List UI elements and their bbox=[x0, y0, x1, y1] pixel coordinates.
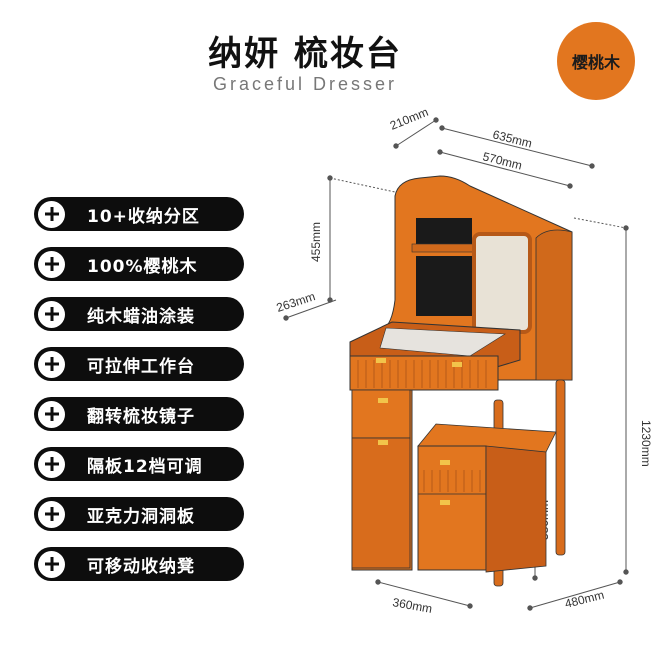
feature-item: 隔板12档可调 bbox=[34, 447, 244, 481]
feature-label: 纯木蜡油涂装 bbox=[87, 306, 195, 327]
dim-width-inner: 570mm bbox=[481, 149, 523, 172]
plus-icon bbox=[38, 550, 65, 578]
page-subtitle: Graceful Dresser bbox=[212, 74, 398, 94]
plus-icon bbox=[38, 450, 65, 478]
plus-icon bbox=[38, 350, 65, 378]
feature-item: 100%樱桃木 bbox=[34, 247, 244, 281]
dim-total-height: 1230mm bbox=[639, 420, 653, 467]
feature-item: 10+收纳分区 bbox=[34, 197, 244, 231]
feature-label: 100%樱桃木 bbox=[87, 256, 198, 277]
storage-stool bbox=[417, 423, 557, 573]
dresser-cabinet bbox=[351, 389, 413, 571]
feature-item: 可移动收纳凳 bbox=[34, 547, 244, 581]
plus-icon bbox=[38, 200, 65, 228]
plus-icon bbox=[38, 250, 65, 278]
dim-upper-height: 455mm bbox=[309, 222, 323, 262]
material-badge: 樱桃木 bbox=[557, 22, 635, 100]
feature-label: 可移动收纳凳 bbox=[87, 556, 195, 577]
feature-item: 翻转梳妆镜子 bbox=[34, 397, 244, 431]
dim-depth-top: 210mm bbox=[388, 105, 430, 133]
feature-item: 亚克力洞洞板 bbox=[34, 497, 244, 531]
feature-label: 10+收纳分区 bbox=[87, 206, 200, 227]
plus-icon bbox=[38, 300, 65, 328]
feature-list: 10+收纳分区 100%樱桃木 纯木蜡油涂装 可拉伸工作台 翻转梳妆镜子 隔板1… bbox=[34, 197, 244, 597]
feature-label: 可拉伸工作台 bbox=[87, 356, 195, 377]
plus-icon bbox=[38, 400, 65, 428]
feature-item: 可拉伸工作台 bbox=[34, 347, 244, 381]
dim-stool-width: 360mm bbox=[391, 595, 433, 616]
feature-label: 亚克力洞洞板 bbox=[87, 506, 195, 527]
dim-width-total: 635mm bbox=[491, 127, 533, 150]
page-title: 纳妍 梳妆台 bbox=[208, 34, 402, 74]
dim-depth-mid: 263mm bbox=[275, 289, 317, 315]
feature-label: 隔板12档可调 bbox=[87, 456, 203, 477]
feature-item: 纯木蜡油涂装 bbox=[34, 297, 244, 331]
dim-base-depth: 480mm bbox=[563, 588, 605, 611]
feature-label: 翻转梳妆镜子 bbox=[87, 406, 195, 427]
plus-icon bbox=[38, 500, 65, 528]
dresser-desk bbox=[349, 321, 521, 391]
